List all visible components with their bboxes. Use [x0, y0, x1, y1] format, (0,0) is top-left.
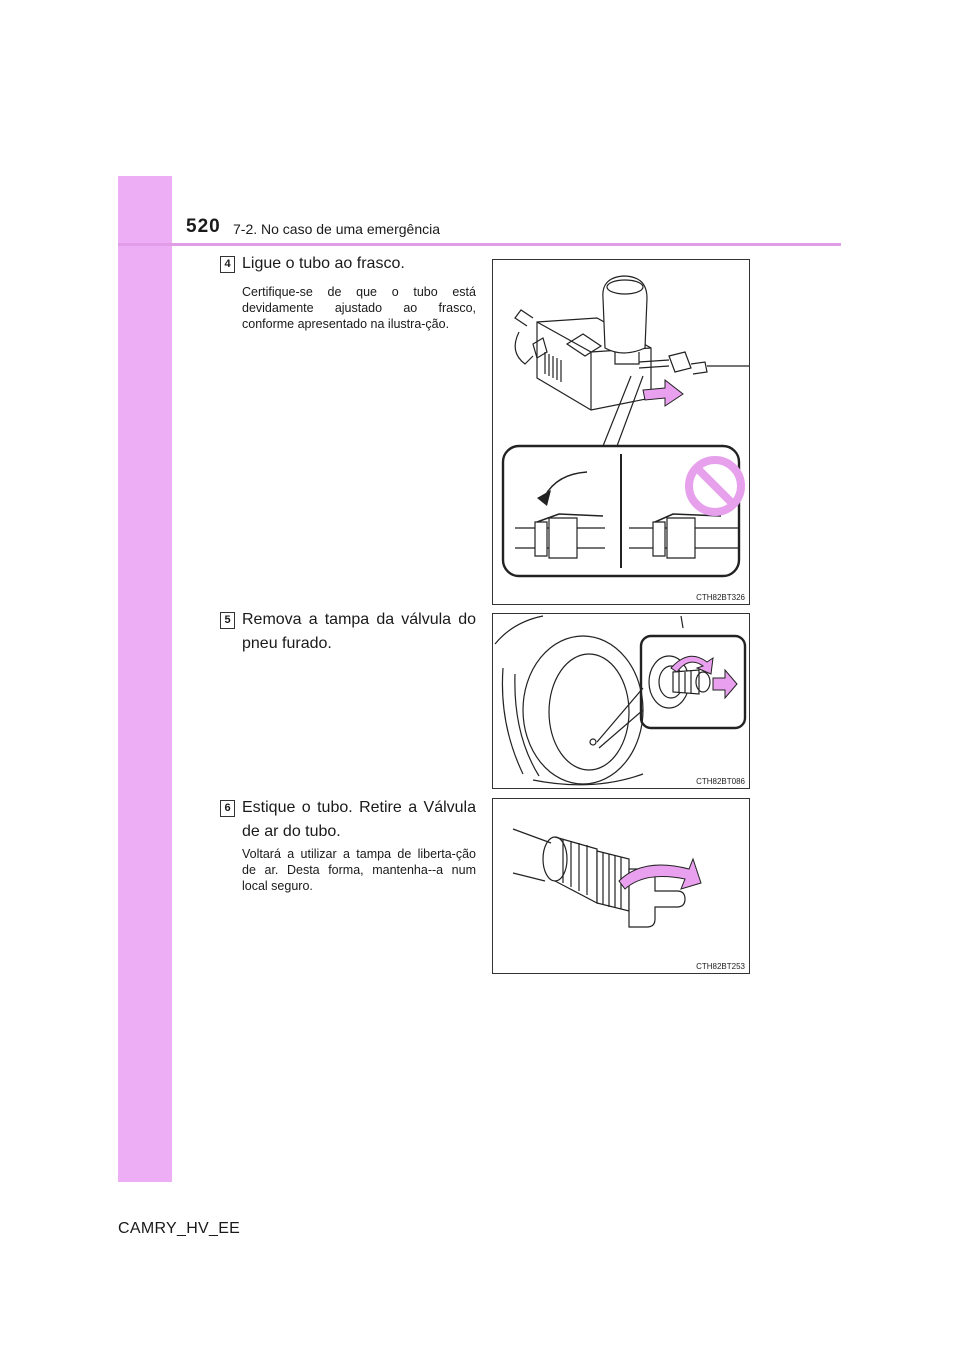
figure-code: CTH82BT086 [696, 777, 745, 786]
model-code-footer: CAMRY_HV_EE [118, 1220, 241, 1237]
figure-code: CTH82BT326 [696, 593, 745, 602]
tire-valve-illustration [494, 615, 747, 786]
figure-code: CTH82BT253 [696, 962, 745, 971]
tube-valve-illustration [512, 828, 702, 928]
figure-connect-tube: CTH82BT326 [492, 259, 750, 605]
figure-remove-valve: CTH82BT253 [492, 798, 750, 974]
step-5-title: Remova a tampa da válvula do pneu furado… [242, 611, 476, 652]
compressor-bottle-illustration [501, 275, 749, 578]
step-6-badge: 6 [220, 800, 235, 817]
chapter-sidebar-tab [118, 176, 172, 1182]
header-rule [118, 243, 841, 246]
step-4-badge: 4 [220, 256, 235, 273]
step-4-note: Certifique-se de que o tubo está devidam… [242, 285, 476, 331]
page-number: 520 [186, 216, 221, 237]
figure-valve-cap: CTH82BT086 [492, 613, 750, 789]
step-4-title: Ligue o tubo ao frasco. [242, 255, 405, 272]
step-6-title: Estique o tubo. Retire a Válvula de ar d… [242, 799, 476, 840]
step-5-badge: 5 [220, 612, 235, 629]
section-title: 7-2. No caso de uma emergência [233, 221, 440, 237]
step-6-note: Voltará a utilizar a tampa de liberta-çã… [242, 847, 476, 893]
